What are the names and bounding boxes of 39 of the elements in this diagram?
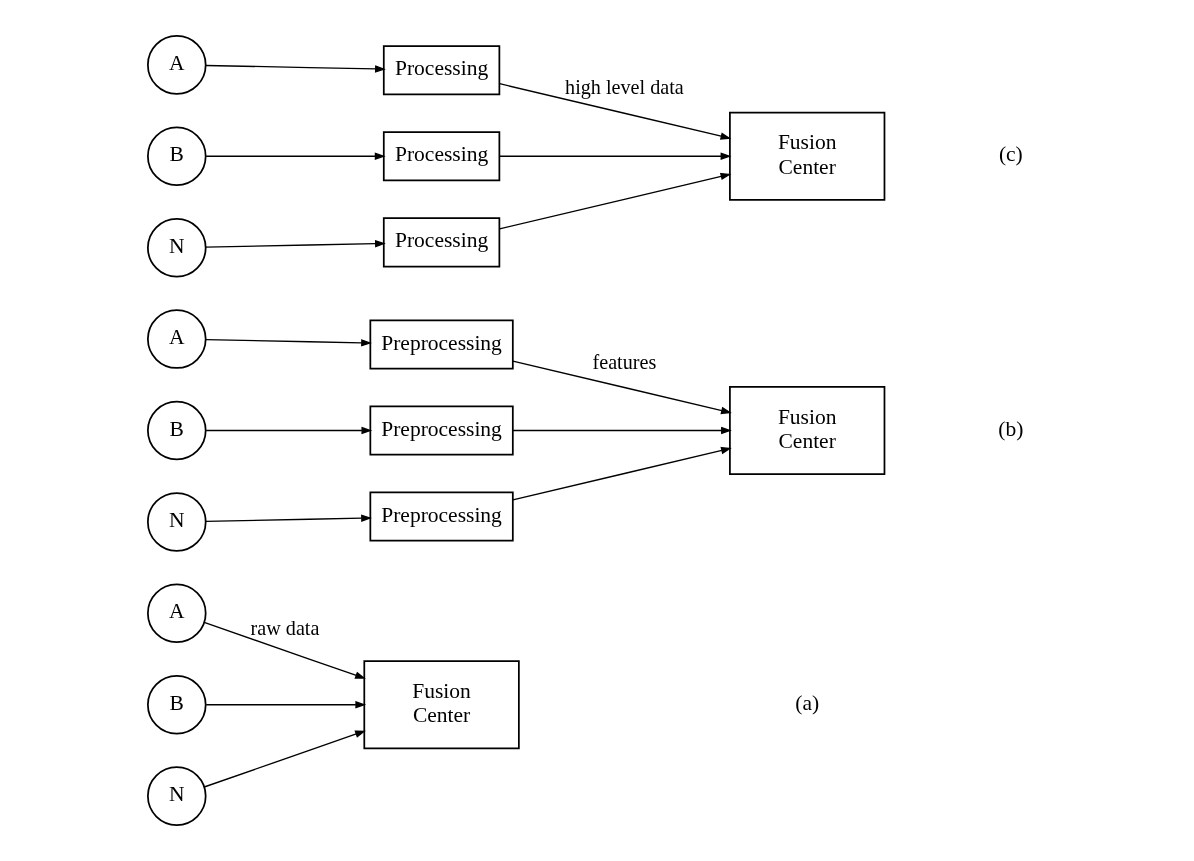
arrow <box>204 339 372 347</box>
node-circle: N <box>146 217 207 278</box>
label: (a) <box>794 690 819 715</box>
arrow <box>205 700 366 709</box>
arrow <box>204 64 386 73</box>
node-circle: B <box>146 400 207 461</box>
node-circle: A <box>146 309 207 369</box>
arrow <box>203 621 366 679</box>
node-box: Processing <box>382 45 500 96</box>
edge-label: high level data <box>564 76 684 99</box>
edge-label: features <box>591 350 656 373</box>
node-box: Fusion Center <box>728 385 885 476</box>
node-circle: A <box>146 35 207 95</box>
arrow <box>498 83 731 140</box>
arrow <box>204 514 372 522</box>
arrow <box>498 172 731 230</box>
node-box: Preprocessing <box>368 319 514 370</box>
arrow <box>205 426 372 435</box>
node-circle: B <box>146 674 207 735</box>
node-circle: N <box>146 492 207 552</box>
node-circle: A <box>146 583 207 644</box>
arrow <box>511 360 732 415</box>
label: (b) <box>997 416 1023 441</box>
node-box: Processing <box>382 217 500 268</box>
edge-label: raw data <box>250 616 319 639</box>
arrow <box>511 426 732 435</box>
node-box: Preprocessing <box>368 405 514 456</box>
arrow <box>511 446 732 501</box>
node-box: Fusion Center <box>362 660 520 750</box>
node-box: Processing <box>382 131 500 182</box>
arrow <box>204 239 386 248</box>
node-box: Preprocessing <box>368 491 514 542</box>
arrow <box>498 152 731 161</box>
node-circle: N <box>146 766 207 826</box>
arrow <box>203 730 366 788</box>
node-box: Fusion Center <box>728 111 885 201</box>
label: (c) <box>998 142 1023 167</box>
node-circle: B <box>146 126 207 187</box>
arrow <box>205 152 386 161</box>
